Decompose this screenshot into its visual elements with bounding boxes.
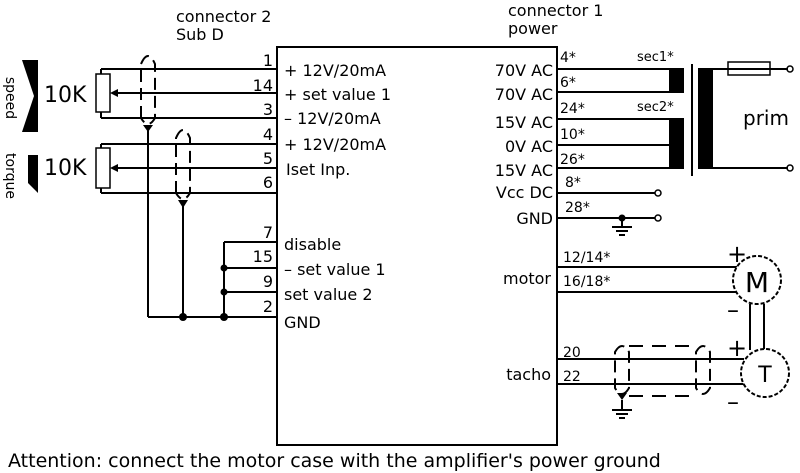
connector2-title: connector 2 (176, 7, 271, 26)
connector1-pin-numbers: 4* 6* 24* 10* 26* 8* 28* 12/14* 16/18* 2… (560, 50, 610, 385)
motor-label: motor (503, 269, 551, 288)
torque-pot-label: torque (2, 153, 18, 199)
torque-potentiometer[interactable]: 10K torque (2, 144, 118, 199)
connector2-subtitle: Sub D (176, 25, 224, 44)
tacho-plus: + (727, 334, 747, 362)
c2-func-4: + 12V/20mA (284, 135, 386, 154)
sec2-winding (669, 118, 684, 169)
motor-pin-a: 12/14* (563, 250, 610, 266)
speed-wedge-icon (22, 60, 38, 132)
junction-dot (179, 313, 187, 321)
terminal-gnd-icon[interactable] (654, 214, 662, 222)
torque-wedge-icon (28, 155, 38, 193)
connector2-pin-numbers: 1 14 3 4 5 6 7 15 9 2 (253, 51, 273, 316)
c2-pin-5: 5 (263, 149, 273, 168)
junction-dot (220, 313, 228, 321)
c1-func-6: 70V AC (495, 85, 553, 104)
transformer: sec1* sec2* prim (637, 50, 789, 176)
tacho-pin-b: 22 (563, 369, 581, 385)
tacho-symbol (740, 348, 790, 398)
motor-pin-b: 16/18* (563, 274, 610, 290)
terminal-vcc-icon[interactable] (654, 189, 662, 197)
c1-pin-4: 4* (560, 50, 576, 66)
tacho-letter: T (757, 363, 772, 388)
c1-pin-24: 24* (560, 101, 585, 117)
c2-pin-14: 14 (253, 76, 273, 95)
sec1-label: sec1* (637, 50, 674, 65)
c2-func-1: + 12V/20mA (284, 61, 386, 80)
tacho-label: tacho (506, 365, 551, 384)
c1-func-24: 15V AC (495, 113, 553, 132)
torque-cable-shield (175, 129, 191, 208)
primary-winding (698, 68, 713, 169)
wiper-arrow-icon (110, 164, 118, 172)
c1-pin-6: 6* (560, 75, 576, 91)
c1-func-26: 15V AC (495, 161, 553, 180)
c2-func-5: Iset Inp. (286, 160, 350, 179)
motor-wiring: M + – (557, 240, 782, 350)
primary-label: prim (743, 106, 789, 130)
motor-plus: + (727, 240, 747, 268)
c2-func-2: GND (284, 313, 321, 332)
c2-func-15: – set value 1 (284, 260, 386, 279)
connector1-functions: 70V AC 70V AC 15V AC 0V AC 15V AC Vcc DC… (495, 61, 553, 384)
tacho-wiring: T + – (557, 334, 790, 419)
torque-pot-value: 10K (44, 156, 87, 181)
c2-pin-7: 7 (263, 223, 273, 242)
c1-func-8: Vcc DC (496, 183, 553, 202)
terminal-prim-b-icon[interactable] (786, 164, 794, 172)
tacho-minus: – (727, 388, 739, 416)
c1-func-28: GND (516, 209, 553, 228)
c2-func-7: disable (284, 235, 341, 254)
transformer-wires (557, 68, 684, 219)
connector2-wires (101, 68, 277, 318)
c1-pin-8: 8* (565, 175, 581, 191)
c2-pin-9: 9 (263, 272, 273, 291)
c2-pin-2: 2 (263, 297, 273, 316)
c2-func-9: set value 2 (284, 285, 373, 304)
c2-func-14: + set value 1 (284, 85, 391, 104)
connector1-subtitle: power (508, 19, 558, 38)
c2-func-3: – 12V/20mA (284, 109, 381, 128)
c1-pin-26: 26* (560, 152, 585, 168)
c2-pin-6: 6 (263, 173, 273, 192)
c1-pin-10: 10* (560, 127, 585, 143)
connector1-title: connector 1 (508, 1, 603, 20)
resistor-body (95, 147, 111, 189)
c2-pin-4: 4 (263, 125, 273, 144)
amplifier-box (276, 46, 558, 446)
connector2-functions: + 12V/20mA + set value 1 – 12V/20mA + 12… (284, 61, 391, 332)
motor-symbol (732, 255, 782, 305)
ground-icon (612, 218, 632, 236)
junction-dot (220, 288, 228, 296)
attention-note: Attention: connect the motor case with t… (8, 450, 661, 472)
speed-cable-shield (140, 55, 156, 132)
fuse-icon (727, 61, 771, 76)
c2-pin-1: 1 (263, 51, 273, 70)
terminal-prim-a-icon[interactable] (786, 65, 794, 73)
c1-func-10: 0V AC (505, 137, 553, 156)
wiper-arrow-icon (110, 89, 118, 97)
c2-pin-3: 3 (263, 100, 273, 119)
speed-potentiometer[interactable]: 10K speed (2, 60, 118, 132)
c2-pin-15: 15 (253, 247, 273, 266)
speed-pot-label: speed (2, 77, 18, 119)
motor-letter: M (745, 266, 769, 299)
speed-pot-value: 10K (44, 83, 87, 108)
motor-minus: – (727, 296, 739, 324)
tacho-pin-a: 20 (563, 345, 581, 361)
resistor-body (95, 73, 111, 113)
c1-pin-28: 28* (565, 200, 590, 216)
sec2-label: sec2* (637, 100, 674, 115)
c1-func-4: 70V AC (495, 61, 553, 80)
junction-dot (220, 264, 228, 272)
sec1-winding (669, 68, 684, 93)
